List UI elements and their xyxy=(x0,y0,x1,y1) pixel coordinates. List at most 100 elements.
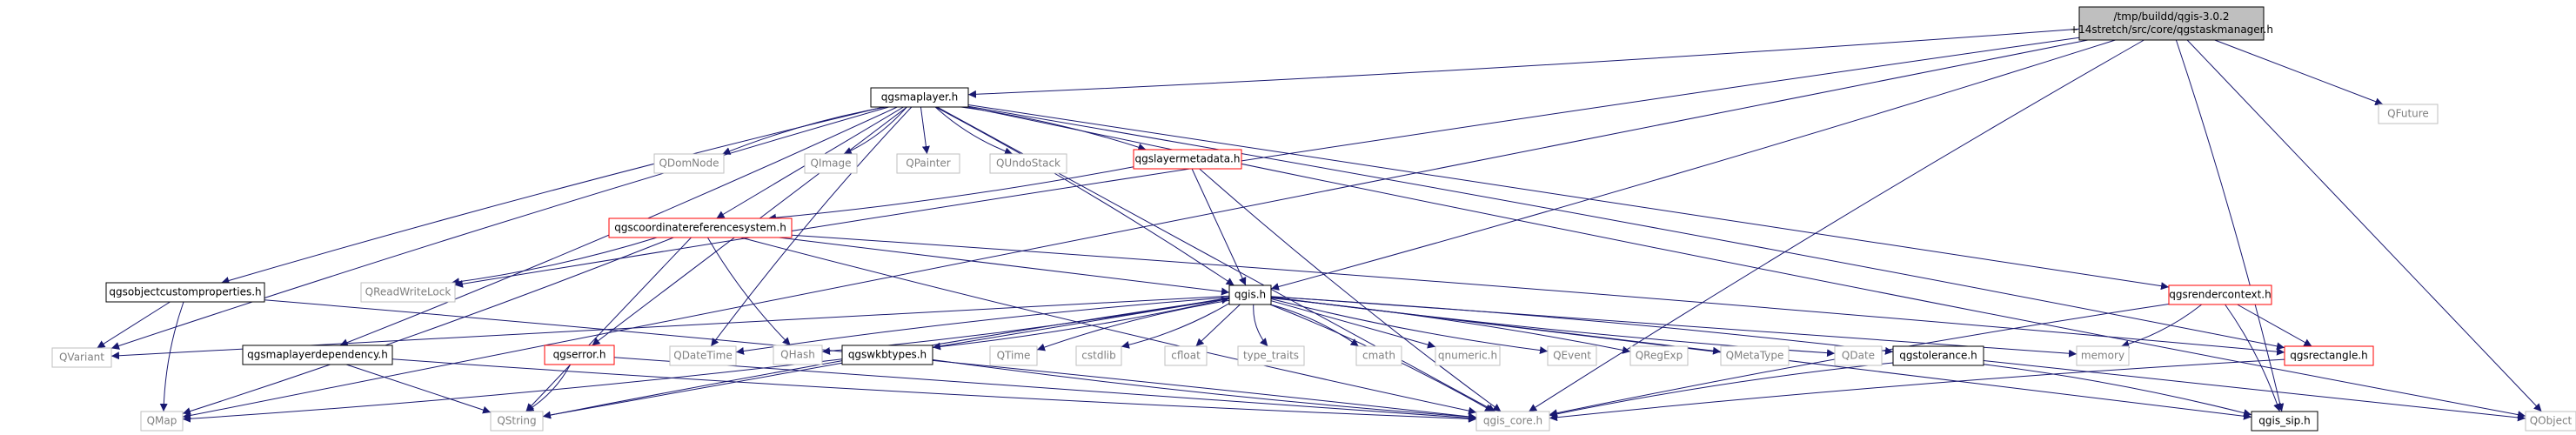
node-box-type_traits xyxy=(1237,345,1305,366)
node-box-cmath xyxy=(1355,345,1402,366)
graph-edges xyxy=(97,28,2542,423)
node-label-QMap: QMap xyxy=(147,415,177,427)
node-label-qgis: qgis.h xyxy=(1234,289,1266,301)
node-qgis_core: qgis_core.h xyxy=(1475,411,1550,432)
node-QObject: QObject xyxy=(2525,411,2576,432)
edge-qgis-to-QTime xyxy=(1036,299,1230,351)
node-label-root: +14stretch/src/core/qgstaskmanager.h xyxy=(2070,23,2273,36)
node-label-cstdlib: cstdlib xyxy=(1081,350,1115,362)
node-label-qgsmaplayerdependency: qgsmaplayerdependency.h xyxy=(247,349,388,361)
edge-qgscrs-to-qgis_core xyxy=(740,237,1477,415)
node-QMap: QMap xyxy=(140,411,184,432)
node-qgsrendercontext[interactable]: qgsrendercontext.h xyxy=(2168,284,2272,305)
node-label-QFuture: QFuture xyxy=(2387,108,2429,120)
node-qgsmaplayer[interactable]: qgsmaplayer.h xyxy=(870,87,969,108)
node-qgsobjectcustomproperties[interactable]: qgsobjectcustomproperties.h xyxy=(105,282,265,303)
node-qgsrectangle[interactable]: qgsrectangle.h xyxy=(2284,345,2374,366)
edge-qgis-to-cfloat xyxy=(1195,304,1241,347)
edge-root-to-qgis_core xyxy=(1528,39,2144,412)
edge-qgis-to-QEvent xyxy=(1270,298,1549,355)
node-box-qgis_core xyxy=(1475,411,1550,432)
edge-root-to-qgsmaplayer xyxy=(967,28,2080,98)
node-label-qgsmaplayer: qgsmaplayer.h xyxy=(881,91,959,104)
node-label-qgswkbtypes: qgswkbtypes.h xyxy=(848,349,927,361)
node-label-QImage: QImage xyxy=(810,157,851,170)
edge-qgis-to-qnumeric xyxy=(1270,300,1436,349)
node-label-QObject: QObject xyxy=(2530,415,2573,427)
node-QString: QString xyxy=(490,411,544,432)
edge-qgsmaplayer-to-QUndoStack xyxy=(934,106,1014,156)
node-type_traits: type_traits xyxy=(1237,345,1305,366)
node-box-QReadWriteLock xyxy=(360,282,456,303)
node-box-qgsmaplayer xyxy=(870,87,969,108)
edge-root-to-qgis xyxy=(1270,39,2116,291)
edge-qgis-to-QDate xyxy=(1270,296,1836,358)
node-label-cfloat: cfloat xyxy=(1171,350,1201,362)
edge-qgsmaplayerdependency-to-qgis_core xyxy=(391,358,1477,423)
node-qgsmaplayerdependency[interactable]: qgsmaplayerdependency.h xyxy=(242,345,393,365)
node-qgis[interactable]: qgis.h xyxy=(1228,284,1272,305)
node-qnumeric: qnumeric.h xyxy=(1435,345,1501,366)
node-label-qgslayermetadata: qgslayermetadata.h xyxy=(1135,153,1241,165)
edge-qgscrs-to-QString xyxy=(525,237,692,412)
node-label-QDomNode: QDomNode xyxy=(659,157,719,170)
node-label-QUndoStack: QUndoStack xyxy=(996,157,1061,170)
node-box-QFuture xyxy=(2378,104,2439,124)
edge-qgis-to-cstdlib xyxy=(1121,303,1230,349)
edge-qgis-to-QRegExp xyxy=(1270,298,1631,354)
edge-root-to-QMap xyxy=(182,39,2089,419)
edge-qgserror-to-qgis_core xyxy=(613,357,1477,422)
edge-qgis-to-qgswkbtypes xyxy=(932,298,1230,351)
node-qgstolerance[interactable]: qgstolerance.h xyxy=(1892,345,1984,366)
node-box-qgsobjectcustomproperties xyxy=(105,282,265,303)
node-label-type_traits: type_traits xyxy=(1243,350,1299,362)
node-root[interactable]: /tmp/buildd/qgis-3.0.2+14stretch/src/cor… xyxy=(2070,6,2273,41)
edge-qgstolerance-to-qgis_sip xyxy=(1983,364,2252,417)
node-QImage: QImage xyxy=(804,153,858,174)
node-qgserror[interactable]: qgserror.h xyxy=(544,345,615,365)
node-label-QDateTime: QDateTime xyxy=(673,350,733,362)
node-QEvent: QEvent xyxy=(1547,345,1597,366)
node-qgswkbtypes[interactable]: qgswkbtypes.h xyxy=(841,345,933,365)
node-box-QMap xyxy=(140,411,184,432)
node-box-QHash xyxy=(773,345,823,365)
node-label-qgsobjectcustomproperties: qgsobjectcustomproperties.h xyxy=(109,286,261,298)
edge-root-to-QFuture xyxy=(2214,39,2384,105)
node-label-qgsrendercontext: qgsrendercontext.h xyxy=(2169,289,2271,301)
edge-qgslayermetadata-to-qgscrs xyxy=(767,166,1134,222)
node-label-QMetaType: QMetaType xyxy=(1726,350,1784,362)
node-label-QEvent: QEvent xyxy=(1553,350,1591,362)
node-box-root xyxy=(2078,6,2265,41)
node-cmath: cmath xyxy=(1355,345,1402,366)
node-box-qgsrectangle xyxy=(2284,345,2374,366)
node-box-QPainter xyxy=(896,153,960,174)
edge-qgswkbtypes-to-QString xyxy=(542,362,843,419)
edge-qgscrs-to-QMap xyxy=(182,237,674,415)
edge-qgsrendercontext-to-memory xyxy=(2121,304,2203,348)
node-QDomNode: QDomNode xyxy=(653,153,725,174)
node-label-qgsrectangle: qgsrectangle.h xyxy=(2290,350,2368,362)
node-label-qgis_sip: qgis_sip.h xyxy=(2258,415,2310,427)
node-QHash: QHash xyxy=(773,345,823,365)
node-box-QString xyxy=(490,411,544,432)
node-box-qgslayermetadata xyxy=(1133,149,1242,170)
node-label-QPainter: QPainter xyxy=(906,157,951,170)
edge-root-to-QReadWriteLock xyxy=(454,37,2080,288)
node-qgscrs[interactable]: qgscoordinatereferencesystem.h xyxy=(608,218,793,238)
node-QMetaType: QMetaType xyxy=(1720,345,1790,366)
node-box-QUndoStack xyxy=(989,153,1067,174)
node-qgslayermetadata[interactable]: qgslayermetadata.h xyxy=(1133,149,1242,170)
node-cstdlib: cstdlib xyxy=(1075,345,1122,366)
node-box-QMetaType xyxy=(1720,345,1790,366)
node-box-QRegExp xyxy=(1629,345,1689,366)
edge-qgsmaplayer-to-QImage xyxy=(843,106,907,155)
node-box-cstdlib xyxy=(1075,345,1122,366)
edge-qgsrectangle-to-qgis_core xyxy=(1549,358,2285,422)
node-qgis_sip[interactable]: qgis_sip.h xyxy=(2251,411,2318,432)
edge-qgscrs-to-qgis xyxy=(779,237,1230,296)
node-label-QHash: QHash xyxy=(780,349,815,361)
node-box-qgserror xyxy=(544,345,615,365)
node-QReadWriteLock: QReadWriteLock xyxy=(360,282,456,303)
node-label-qgscrs: qgscoordinatereferencesystem.h xyxy=(614,222,786,234)
node-label-cmath: cmath xyxy=(1362,350,1395,362)
